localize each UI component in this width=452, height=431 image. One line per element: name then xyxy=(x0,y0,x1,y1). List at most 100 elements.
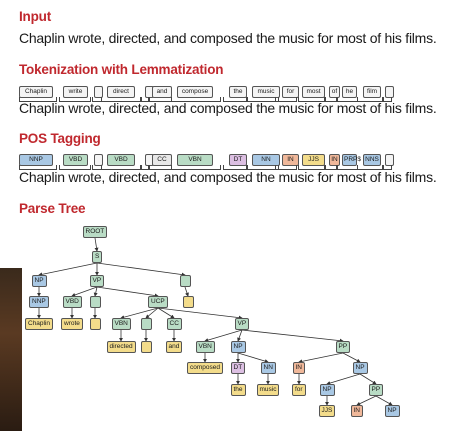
lemma-chip xyxy=(94,86,103,98)
lemma-bracket xyxy=(223,97,247,102)
tree-edge xyxy=(94,237,99,252)
lemma-bracket xyxy=(275,97,297,102)
tree-edge xyxy=(241,329,344,343)
tree-node-e1 xyxy=(179,275,191,287)
tree-edge xyxy=(184,286,189,297)
tree-node-vp: VP xyxy=(89,275,105,287)
lemma-chip: he xyxy=(342,86,357,98)
lemma-chip: and xyxy=(152,86,172,98)
tree-node-pp2: PP xyxy=(368,384,384,396)
tree-edge xyxy=(71,286,98,297)
heading-parse-tree: Parse Tree xyxy=(19,201,86,216)
lemma-chip xyxy=(385,86,394,98)
pos-bracket xyxy=(223,165,247,170)
heading-pos: POS Tagging xyxy=(19,131,101,146)
lemma-chip: of xyxy=(329,86,340,98)
tree-node-vbd: VBD xyxy=(62,296,82,308)
tree-node-composed: composed xyxy=(187,362,223,374)
heading-tokenization: Tokenization with Lemmatization xyxy=(19,62,224,77)
tree-node-np2: NP xyxy=(230,341,246,353)
tree-edge xyxy=(96,286,159,298)
tree-node-vp2: VP xyxy=(234,318,250,330)
tree-node-for: for xyxy=(292,384,306,396)
pos-bracket xyxy=(101,165,141,170)
lemma-bracket xyxy=(59,97,91,102)
pos-bracket xyxy=(357,165,383,170)
lemma-bracket xyxy=(247,97,279,102)
lemma-bracket xyxy=(324,97,338,102)
tree-node-vbn1: VBN xyxy=(111,318,131,330)
tree-node-e2 xyxy=(89,296,101,308)
pos-chip: NNP xyxy=(19,154,53,166)
lemma-chip: the xyxy=(229,86,247,98)
tree-node-directed: directed xyxy=(106,341,136,353)
lemma-chip: for xyxy=(282,86,299,98)
pos-chip xyxy=(385,154,394,166)
lemma-chip: direct xyxy=(107,86,135,98)
tree-node-jjs: JJS xyxy=(318,405,336,417)
tree-node-vbn2: VBN xyxy=(195,341,215,353)
tree-edge xyxy=(356,395,377,406)
pos-bracket xyxy=(275,165,297,170)
lemma-chip: most xyxy=(302,86,325,98)
pos-chip: IN xyxy=(282,154,299,166)
tree-node-in1: IN xyxy=(292,362,305,374)
tree-edge xyxy=(298,352,344,364)
tree-node-and: and xyxy=(165,341,183,353)
lemma-chip: compose xyxy=(177,86,213,98)
speaker-photo-edge xyxy=(0,268,22,431)
tree-node-cc: CC xyxy=(166,318,182,330)
tree-node-nnp: NNP xyxy=(29,296,49,308)
pos-chip: VBN xyxy=(177,154,213,166)
pos-chip: NNS xyxy=(363,154,381,166)
pos-chip: CC xyxy=(152,154,172,166)
lemma-bracket xyxy=(171,97,221,102)
lemma-chip: Chaplin xyxy=(19,86,53,98)
tree-node-e5 xyxy=(140,318,152,330)
tree-edge xyxy=(204,329,243,343)
lemma-bracket xyxy=(298,97,326,102)
lemma-chip: write xyxy=(63,86,88,98)
pos-chip: VBD xyxy=(63,154,88,166)
input-sentence: Chaplin wrote, directed, and composed th… xyxy=(19,30,437,46)
tree-edge xyxy=(326,373,361,385)
tree-node-np: NP xyxy=(31,275,47,287)
pos-bracket xyxy=(324,165,338,170)
tree-edge xyxy=(342,352,361,363)
pos-chip: JJS xyxy=(302,154,325,166)
pos-chip: NN xyxy=(252,154,280,166)
tree-node-root: ROOT xyxy=(82,226,108,238)
lemma-bracket xyxy=(357,97,383,102)
pos-chip: IN xyxy=(329,154,340,166)
tree-edge xyxy=(359,373,377,385)
tree-node-dt: DT xyxy=(230,362,246,374)
lemma-chip: music xyxy=(252,86,280,98)
tree-node-e6 xyxy=(140,341,152,353)
pos-bracket xyxy=(383,165,392,170)
lemma-bracket xyxy=(19,97,57,102)
tree-node-s: S xyxy=(92,251,103,263)
tree-edge xyxy=(93,286,98,297)
tree-node-in2: IN xyxy=(350,405,363,417)
tree-edge xyxy=(145,307,159,319)
pos-chip: DT xyxy=(229,154,247,166)
tree-edge xyxy=(157,307,175,319)
tree-edge xyxy=(237,352,269,363)
pos-sentence: Chaplin wrote, directed, and composed th… xyxy=(19,169,437,185)
tree-node-np3: NP xyxy=(352,362,368,374)
tree-edge xyxy=(375,395,393,406)
tree-node-wrote: wrote xyxy=(61,318,83,330)
pos-bracket xyxy=(19,165,57,170)
pos-chip: PRP$ xyxy=(342,154,361,166)
lemma-bracket xyxy=(383,97,392,102)
tree-node-e4 xyxy=(89,318,101,330)
tree-edge xyxy=(96,262,186,277)
tree-edge xyxy=(38,262,98,277)
tree-node-chaplin: Chaplin xyxy=(25,318,54,330)
pos-chip: VBD xyxy=(107,154,135,166)
tree-node-nn: NN xyxy=(260,362,276,374)
tokenized-sentence: Chaplin wrote, directed, and composed th… xyxy=(19,100,437,116)
